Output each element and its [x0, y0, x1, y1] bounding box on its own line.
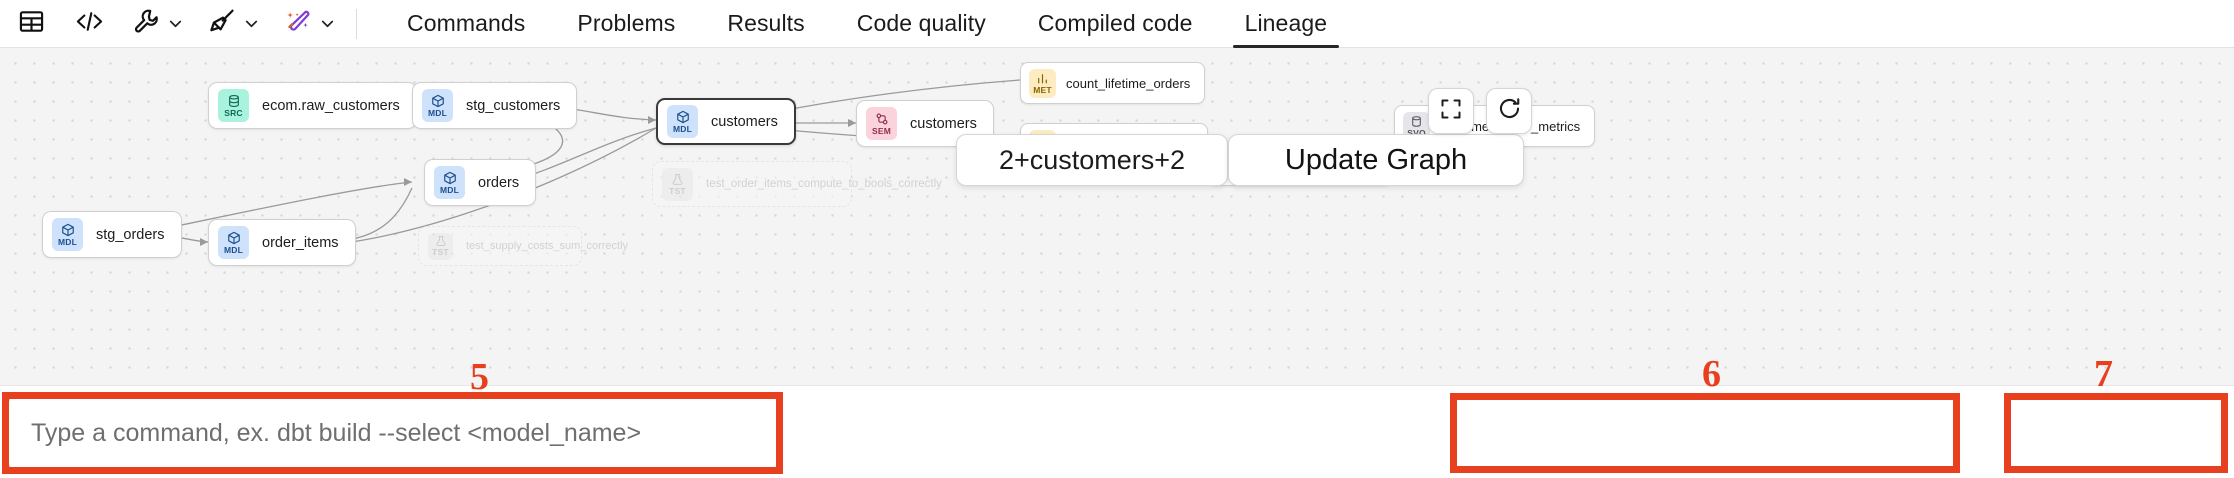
panel-tabs: Commands Problems Results Code quality C…	[381, 0, 1353, 48]
lineage-node-stg-customers[interactable]: MDL stg_customers	[412, 82, 578, 129]
table-view-button[interactable]	[14, 7, 49, 41]
node-type-label: MDL	[57, 236, 77, 247]
cube-icon: MDL	[218, 226, 249, 259]
ai-assist-menu[interactable]	[280, 7, 338, 41]
node-type-label: SRC	[224, 107, 243, 118]
node-type-label: TST	[669, 185, 686, 196]
table-icon	[18, 8, 45, 40]
node-label: test_supply_costs_sum_correctly	[466, 240, 629, 252]
command-input[interactable]	[8, 396, 778, 470]
test-icon: TST	[662, 167, 693, 201]
toolbar-divider	[356, 8, 357, 39]
test-icon: TST	[428, 232, 453, 260]
tab-label: Commands	[407, 10, 526, 36]
node-type-label: MDL	[223, 244, 243, 255]
node-label: ecom.raw_customers	[262, 97, 400, 114]
command-bar: Defer to staging/production ? Ready	[0, 385, 2234, 478]
fullscreen-button[interactable]	[1428, 88, 1474, 134]
node-label: customers	[910, 115, 977, 132]
cube-icon: MDL	[667, 105, 698, 138]
toolbar-icon-group	[0, 0, 369, 48]
tab-label: Code quality	[856, 10, 986, 36]
magic-wand-icon	[284, 7, 312, 40]
expand-icon	[1439, 97, 1463, 126]
lineage-node-order-items[interactable]: MDL order_items	[208, 219, 356, 266]
tab-results[interactable]: Results	[701, 0, 830, 48]
lineage-node-test-supply-costs[interactable]: TST test_supply_costs_sum_correctly	[418, 226, 628, 266]
node-label: stg_customers	[466, 97, 561, 114]
ai-assist-button[interactable]	[280, 7, 316, 41]
tab-compiled-code[interactable]: Compiled code	[1012, 0, 1219, 48]
database-icon: SRC	[218, 89, 249, 122]
cube-icon: MDL	[422, 89, 453, 122]
node-type-label: TST	[432, 247, 449, 258]
tab-lineage[interactable]: Lineage	[1219, 0, 1354, 48]
lineage-graph-canvas[interactable]: SRC ecom.raw_customers MDL stg_customers…	[0, 48, 2234, 385]
refresh-icon	[1497, 96, 1522, 126]
editor-toolbar: Commands Problems Results Code quality C…	[0, 0, 2234, 48]
lineage-node-test-order-items[interactable]: TST test_order_items_compute_to_bools_co…	[652, 161, 942, 207]
node-type-label: MDL	[427, 107, 447, 118]
lineage-search-value: 2+customers+2	[998, 144, 1186, 175]
broom-icon	[208, 7, 236, 40]
refresh-button[interactable]	[1486, 88, 1532, 134]
format-menu[interactable]	[204, 7, 262, 41]
tab-problems[interactable]: Problems	[551, 0, 701, 48]
lineage-node-stg-orders[interactable]: MDL stg_orders	[42, 211, 182, 258]
node-label: test_order_items_compute_to_bools_correc…	[706, 177, 942, 190]
semantic-icon: SEM	[866, 107, 897, 140]
cube-icon: MDL	[434, 166, 465, 199]
chevron-down-icon[interactable]	[316, 9, 338, 39]
update-graph-label: Update Graph	[1284, 143, 1468, 176]
lineage-node-count-lifetime-orders[interactable]: MET count_lifetime_orders	[1020, 62, 1206, 104]
lineage-node-ecom-raw-customers[interactable]: SRC ecom.raw_customers	[208, 82, 417, 129]
lineage-search-field[interactable]: 2+customers+2	[956, 134, 1228, 186]
update-graph-button[interactable]: Update Graph	[1228, 134, 1524, 186]
node-label: order_items	[262, 234, 339, 251]
metric-icon: MET	[1029, 68, 1056, 98]
format-button[interactable]	[204, 7, 240, 41]
tab-label: Results	[727, 10, 805, 36]
build-tools-button[interactable]	[128, 7, 164, 41]
lineage-node-customers[interactable]: MDL customers	[656, 98, 796, 145]
command-input-wrapper	[8, 396, 778, 470]
node-type-label: SEM	[871, 125, 892, 136]
tab-label: Lineage	[1244, 10, 1328, 36]
node-type-label: MET	[1033, 84, 1052, 95]
node-label: stg_orders	[96, 226, 165, 243]
tab-label: Compiled code	[1037, 10, 1193, 36]
node-label: customers	[711, 113, 778, 130]
lineage-node-orders[interactable]: MDL orders	[424, 159, 537, 206]
tab-commands[interactable]: Commands	[381, 0, 551, 48]
tab-code-quality[interactable]: Code quality	[831, 0, 1012, 48]
node-type-label: MDL	[439, 184, 459, 195]
node-label: orders	[478, 174, 520, 191]
node-type-label: MDL	[672, 123, 692, 134]
node-type-label: SVQ	[1407, 127, 1426, 138]
code-icon	[75, 8, 104, 40]
build-tools-menu[interactable]	[128, 7, 186, 41]
code-view-button[interactable]	[71, 7, 108, 41]
tab-label: Problems	[577, 10, 676, 36]
wrench-icon	[132, 7, 160, 40]
chevron-down-icon[interactable]	[164, 9, 186, 39]
node-label: count_lifetime_orders	[1066, 75, 1191, 91]
cube-icon: MDL	[52, 218, 83, 251]
chevron-down-icon[interactable]	[240, 9, 262, 39]
